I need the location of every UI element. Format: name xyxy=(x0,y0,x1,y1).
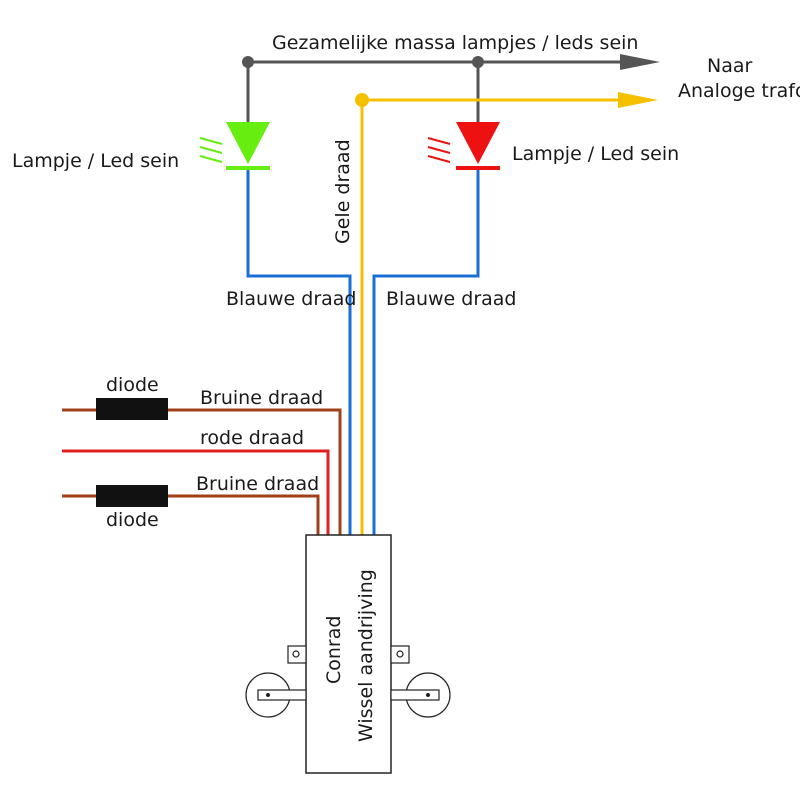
to-transformer-label-1: Naar xyxy=(707,55,752,77)
motor-label-2: Wissel aandrijving xyxy=(355,569,377,742)
to-transformer-label-2: Analoge trafo xyxy=(678,80,800,102)
diode-bottom-label: diode xyxy=(106,509,159,531)
blue-wire-right-label: Blauwe draad xyxy=(386,288,517,310)
point-motor-icon xyxy=(245,534,451,774)
blue-wire-left-label: Blauwe draad xyxy=(226,288,357,310)
brown-wire-top-label: Bruine draad xyxy=(200,387,323,409)
blue-wire-left xyxy=(246,170,352,537)
blue-wire-right xyxy=(372,170,480,537)
ground-label: Gezamelijke massa lampjes / leds sein xyxy=(272,32,638,54)
lamp-left-label: Lampje / Led sein xyxy=(12,150,179,172)
red-wire xyxy=(62,449,330,537)
diode-top-label: diode xyxy=(106,374,159,396)
red-wire-label: rode draad xyxy=(200,427,304,449)
red-led-icon xyxy=(427,122,500,170)
brown-wire-top xyxy=(62,408,342,537)
yellow-wire-label: Gele draad xyxy=(332,139,354,244)
diode-bottom-icon xyxy=(96,485,168,507)
green-led-icon xyxy=(199,122,270,170)
yellow-wire xyxy=(355,92,658,537)
brown-wire-bottom-label: Bruine draad xyxy=(196,473,319,495)
brown-wire-bottom xyxy=(62,494,320,537)
diode-top-icon xyxy=(96,398,168,420)
ground-wire xyxy=(242,54,660,122)
lamp-right-label: Lampje / Led sein xyxy=(512,143,679,165)
motor-label-1: Conrad xyxy=(323,616,345,684)
